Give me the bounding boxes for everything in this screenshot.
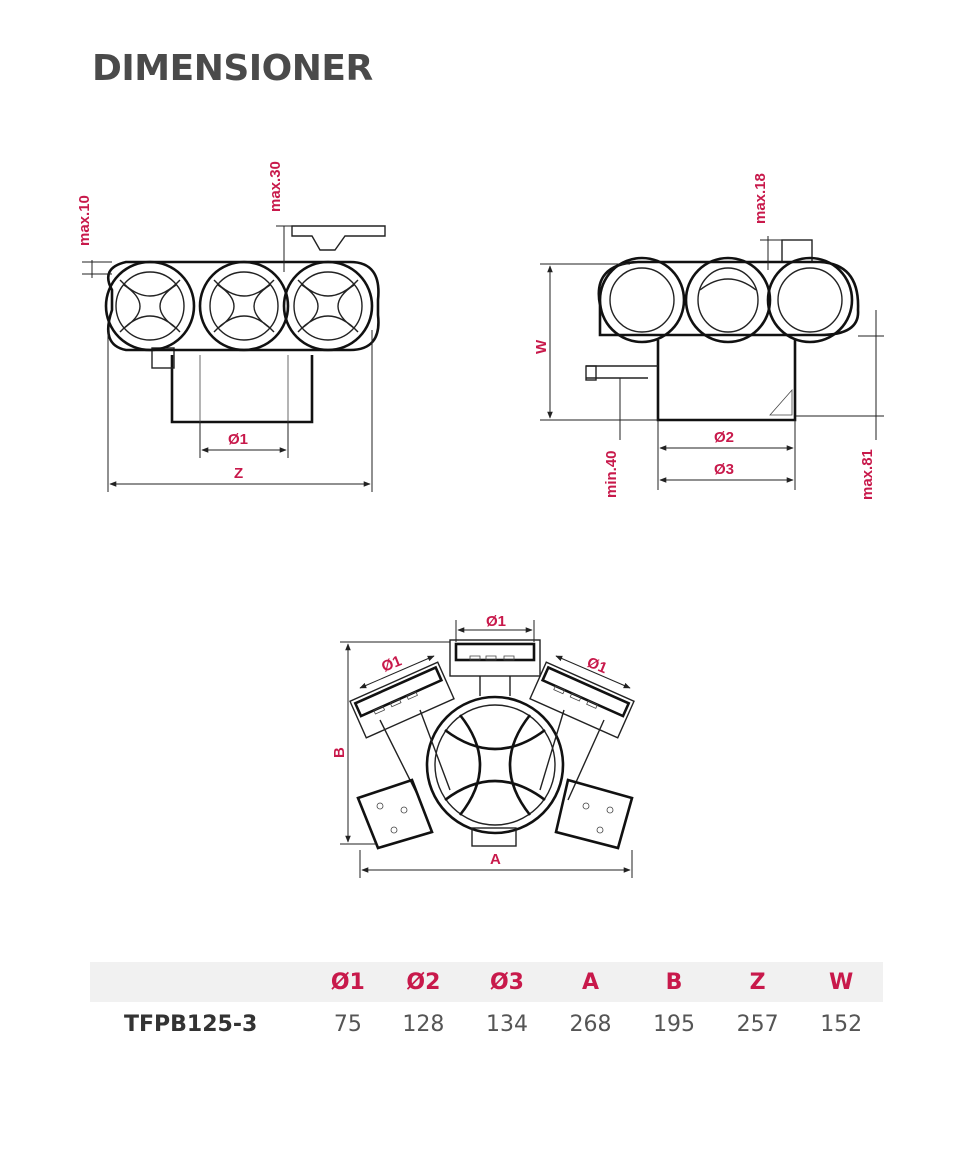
top-d1-top-label: Ø1 xyxy=(486,613,506,630)
header-d3: Ø3 xyxy=(465,962,549,1002)
top-outlet-upper-right xyxy=(529,661,635,739)
front-max30-label: max.30 xyxy=(267,161,284,212)
top-box-lower-left xyxy=(356,778,434,850)
top-view-drawing: Ø1 Ø1 Ø1 B A xyxy=(331,613,635,878)
side-d2-label: Ø2 xyxy=(714,429,734,446)
side-pipe-right xyxy=(766,256,854,344)
top-d1-right-label: Ø1 xyxy=(585,654,610,677)
page-title: DIMENSIONER xyxy=(92,48,373,89)
header-d1: Ø1 xyxy=(314,962,382,1002)
header-w: W xyxy=(799,962,883,1002)
header-blank xyxy=(90,962,314,1002)
model-cell: TFPB125-3 xyxy=(124,1011,258,1037)
value-b: 195 xyxy=(653,1011,696,1037)
value-d2: 128 xyxy=(402,1011,445,1037)
top-box-lower-right xyxy=(554,778,634,850)
front-view-drawing: max.10 max.30 Ø1 Z xyxy=(76,161,386,492)
front-d1-label: Ø1 xyxy=(228,431,248,448)
pipe-circle-right xyxy=(282,260,374,352)
value-d3: 134 xyxy=(485,1011,528,1037)
side-view-drawing: max.18 W min.40 Ø2 Ø3 max.81 xyxy=(533,173,884,500)
top-d1-left-label: Ø1 xyxy=(379,652,404,675)
value-z: 257 xyxy=(736,1011,779,1037)
table-header-row: Ø1 Ø2 Ø3 A B Z W xyxy=(90,962,883,1002)
side-min40-label: min.40 xyxy=(603,450,620,498)
value-w: 152 xyxy=(820,1011,863,1037)
header-z: Z xyxy=(715,962,800,1002)
pipe-circle-left xyxy=(104,260,196,352)
side-pipe-center xyxy=(684,256,772,344)
side-d3-label: Ø3 xyxy=(714,461,734,478)
side-max81-label: max.81 xyxy=(859,449,876,500)
top-b-label: B xyxy=(331,747,348,758)
pipe-circle-center xyxy=(198,260,290,352)
top-a-label: A xyxy=(490,851,501,868)
table-row: TFPB125-3 75 128 134 268 195 257 152 xyxy=(90,1002,883,1046)
header-d2: Ø2 xyxy=(381,962,466,1002)
value-a: 268 xyxy=(569,1011,612,1037)
side-pipe-left xyxy=(598,256,686,344)
value-d1: 75 xyxy=(333,1011,362,1037)
front-max10-label: max.10 xyxy=(76,195,93,246)
side-w-label: W xyxy=(533,339,550,354)
header-a: A xyxy=(548,962,633,1002)
header-b: B xyxy=(632,962,716,1002)
side-max18-label: max.18 xyxy=(752,173,769,224)
top-central-pipe xyxy=(425,695,565,835)
top-outlet-top xyxy=(449,639,541,696)
dimensions-table: Ø1 Ø2 Ø3 A B Z W TFPB125-3 75 128 134 26… xyxy=(90,962,883,1046)
front-z-label: Z xyxy=(234,465,243,482)
